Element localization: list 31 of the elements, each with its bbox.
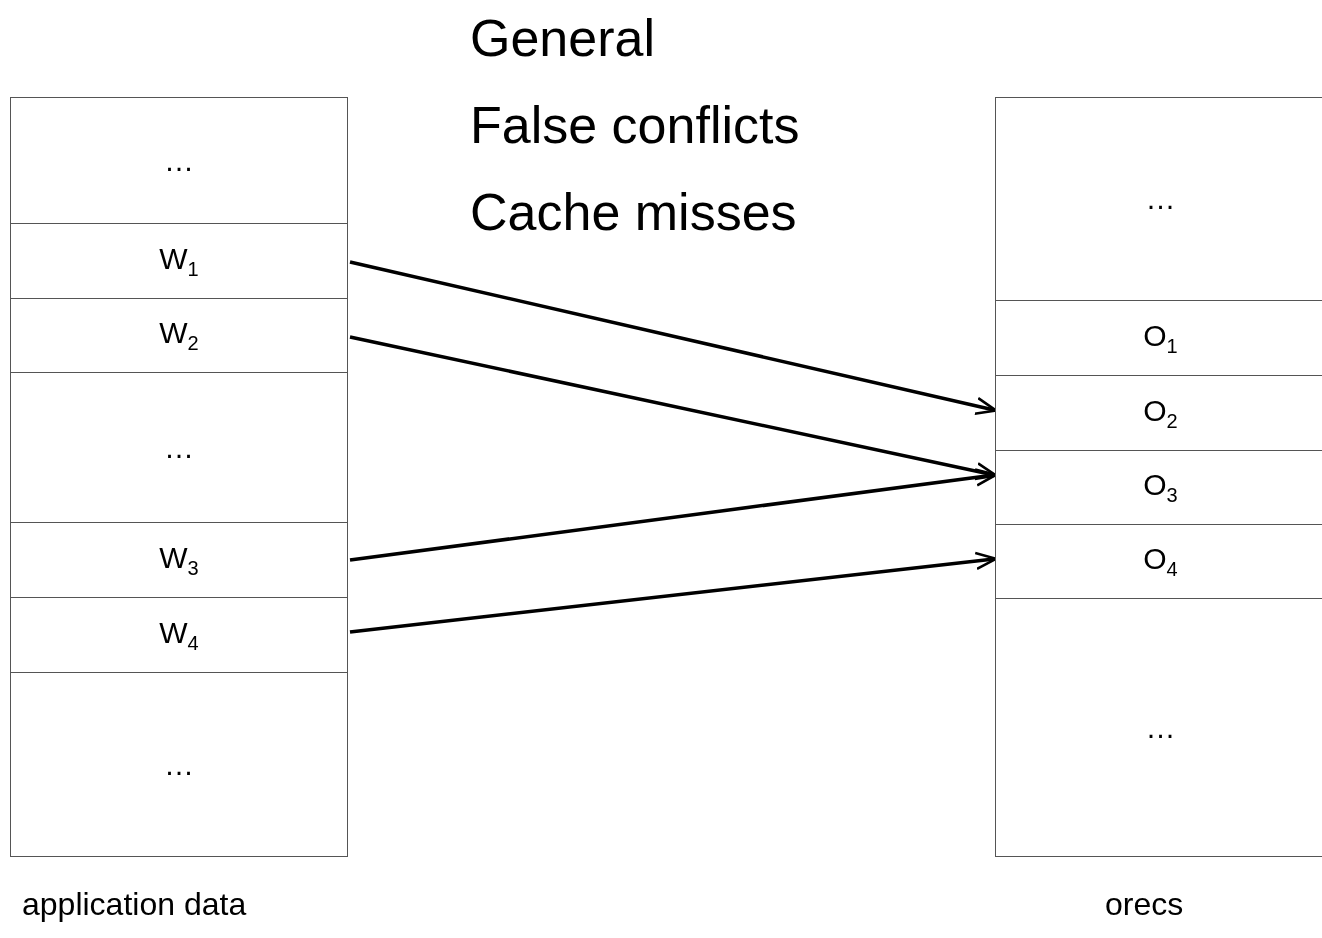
- cell-text: W$_{4}$: [159, 615, 199, 655]
- memory-cell: [10, 522, 348, 597]
- cell-text: O$_{3}$: [1143, 468, 1178, 507]
- cell-text: …: [1145, 182, 1176, 216]
- cell-text: O$_{4}$: [1143, 542, 1178, 581]
- cell-text: W$_{1}$: [159, 241, 199, 281]
- memory-cell: [995, 375, 1322, 450]
- heading-line: False conflicts: [470, 95, 800, 155]
- memory-cell: [995, 300, 1322, 375]
- column-caption: application data: [22, 886, 247, 923]
- memory-cell: [995, 524, 1322, 598]
- cell-text: …: [1145, 710, 1176, 745]
- cell-text: W$_{3}$: [159, 540, 199, 580]
- memory-cell: [10, 223, 348, 298]
- memory-cell: [10, 97, 348, 223]
- memory-cell: [10, 298, 348, 372]
- memory-cell: [10, 597, 348, 672]
- cell-text: O$_{1}$: [1143, 318, 1178, 358]
- memory-cell: [10, 372, 348, 522]
- cell-text: W$_{2}$: [159, 316, 199, 355]
- memory-cell: [10, 672, 348, 857]
- cell-text: …: [164, 430, 194, 465]
- cell-text: …: [164, 143, 194, 178]
- memory-cell: [995, 97, 1322, 300]
- heading-line: Cache misses: [470, 182, 797, 242]
- column-caption: orecs: [1105, 886, 1184, 923]
- cell-text: O$_{2}$: [1143, 393, 1178, 433]
- heading-line: General: [470, 8, 655, 68]
- memory-cell: [995, 598, 1322, 857]
- cell-text: …: [164, 747, 194, 782]
- memory-cell: [995, 450, 1322, 524]
